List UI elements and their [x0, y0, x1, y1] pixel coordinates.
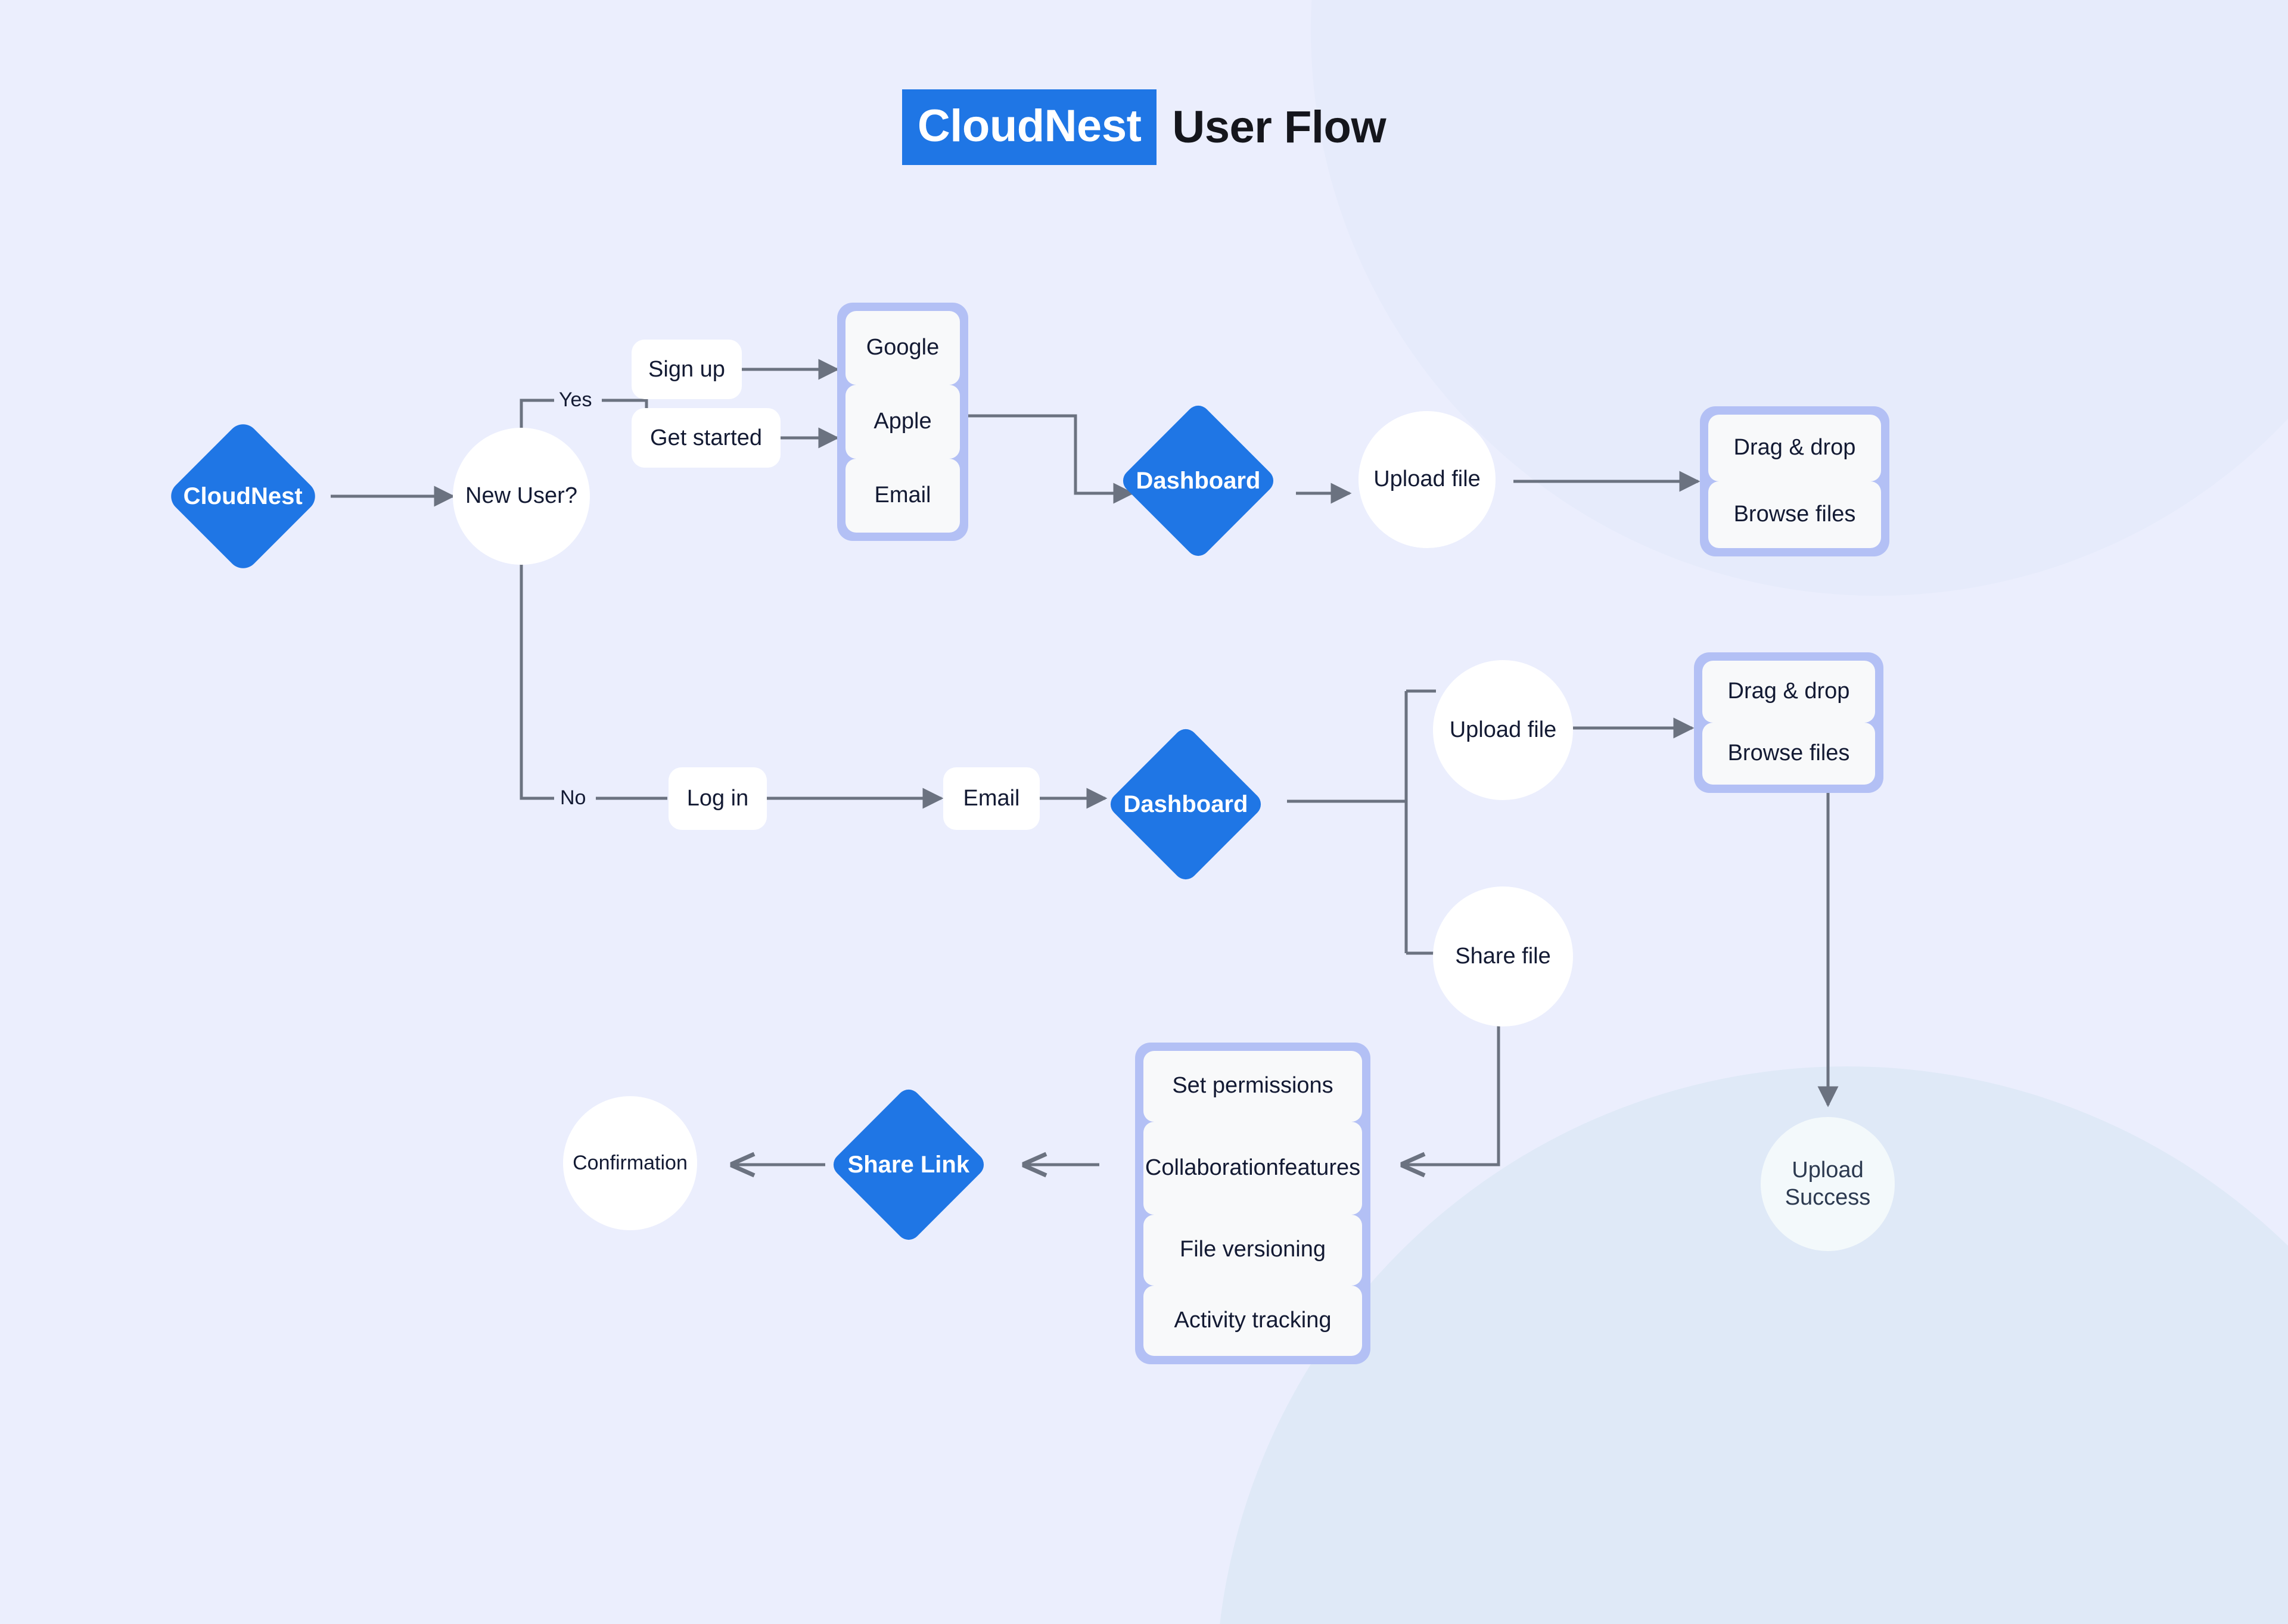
node-upload-file-top[interactable]: Upload file	[1358, 411, 1496, 548]
node-label-line1: Upload	[1792, 1157, 1864, 1183]
edge-newuser-yes-stem	[520, 399, 554, 441]
node-label: Confirmation	[573, 1152, 688, 1175]
node-label: Share file	[1455, 943, 1551, 969]
node-upload-success[interactable]: Upload Success	[1761, 1117, 1895, 1251]
node-label: New User?	[465, 483, 577, 509]
group-share-options: Set permissions Collaboration features F…	[1135, 1043, 1370, 1364]
node-label: Sign up	[648, 356, 725, 382]
edge-label-no: No	[555, 786, 591, 810]
node-email-login[interactable]: Email	[943, 767, 1040, 830]
node-label: Upload file	[1449, 717, 1557, 742]
title-brand-badge: CloudNest	[901, 89, 1157, 165]
group-card-set-permissions[interactable]: Set permissions	[1143, 1051, 1362, 1122]
node-log-in[interactable]: Log in	[669, 767, 767, 830]
card-line1: Collaboration	[1145, 1155, 1279, 1180]
node-label: Share Link	[847, 1151, 970, 1178]
group-upload-methods-bottom: Drag & drop Browse files	[1694, 652, 1883, 793]
group-signup-methods: Google Apple Email	[837, 303, 968, 541]
node-confirmation[interactable]: Confirmation	[563, 1096, 697, 1230]
node-sign-up[interactable]: Sign up	[632, 340, 742, 399]
node-label: Log in	[686, 786, 749, 811]
page-title: CloudNest User Flow	[0, 89, 2288, 165]
group-card-drag-drop-bottom[interactable]: Drag & drop	[1702, 661, 1875, 723]
group-card-browse-files-bottom[interactable]: Browse files	[1702, 723, 1875, 785]
node-label: Get started	[650, 425, 762, 450]
title-suffix: User Flow	[1172, 102, 1387, 153]
node-label: Upload file	[1373, 466, 1481, 492]
node-label: Dashboard	[1123, 791, 1248, 817]
node-upload-file-bottom[interactable]: Upload file	[1433, 660, 1573, 800]
group-card-collaboration-features[interactable]: Collaboration features	[1143, 1121, 1362, 1215]
edge-sharefile-to-shareoptions	[1403, 1013, 1500, 1165]
group-card-activity-tracking[interactable]: Activity tracking	[1143, 1285, 1362, 1356]
node-label: Email	[963, 786, 1020, 811]
group-card-drag-drop-top[interactable]: Drag & drop	[1708, 415, 1881, 481]
node-new-user-decision[interactable]: New User?	[453, 428, 590, 565]
group-card-google[interactable]: Google	[845, 311, 960, 385]
node-label-line2: Success	[1785, 1184, 1871, 1210]
node-get-started[interactable]: Get started	[632, 408, 781, 468]
edge-auth-to-dashboard-top	[968, 414, 1134, 504]
node-label: Dashboard	[1136, 467, 1261, 494]
group-upload-methods-top: Drag & drop Browse files	[1700, 406, 1889, 556]
edge-newuser-no-stem	[520, 551, 554, 800]
card-line2: features	[1278, 1155, 1361, 1180]
edge-label-yes: Yes	[554, 388, 597, 412]
group-card-browse-files-top[interactable]: Browse files	[1708, 481, 1881, 548]
node-label: CloudNest	[184, 483, 303, 509]
group-card-apple[interactable]: Apple	[845, 385, 960, 459]
node-share-file[interactable]: Share file	[1433, 886, 1573, 1026]
group-card-file-versioning[interactable]: File versioning	[1143, 1215, 1362, 1286]
group-card-email[interactable]: Email	[845, 459, 960, 533]
